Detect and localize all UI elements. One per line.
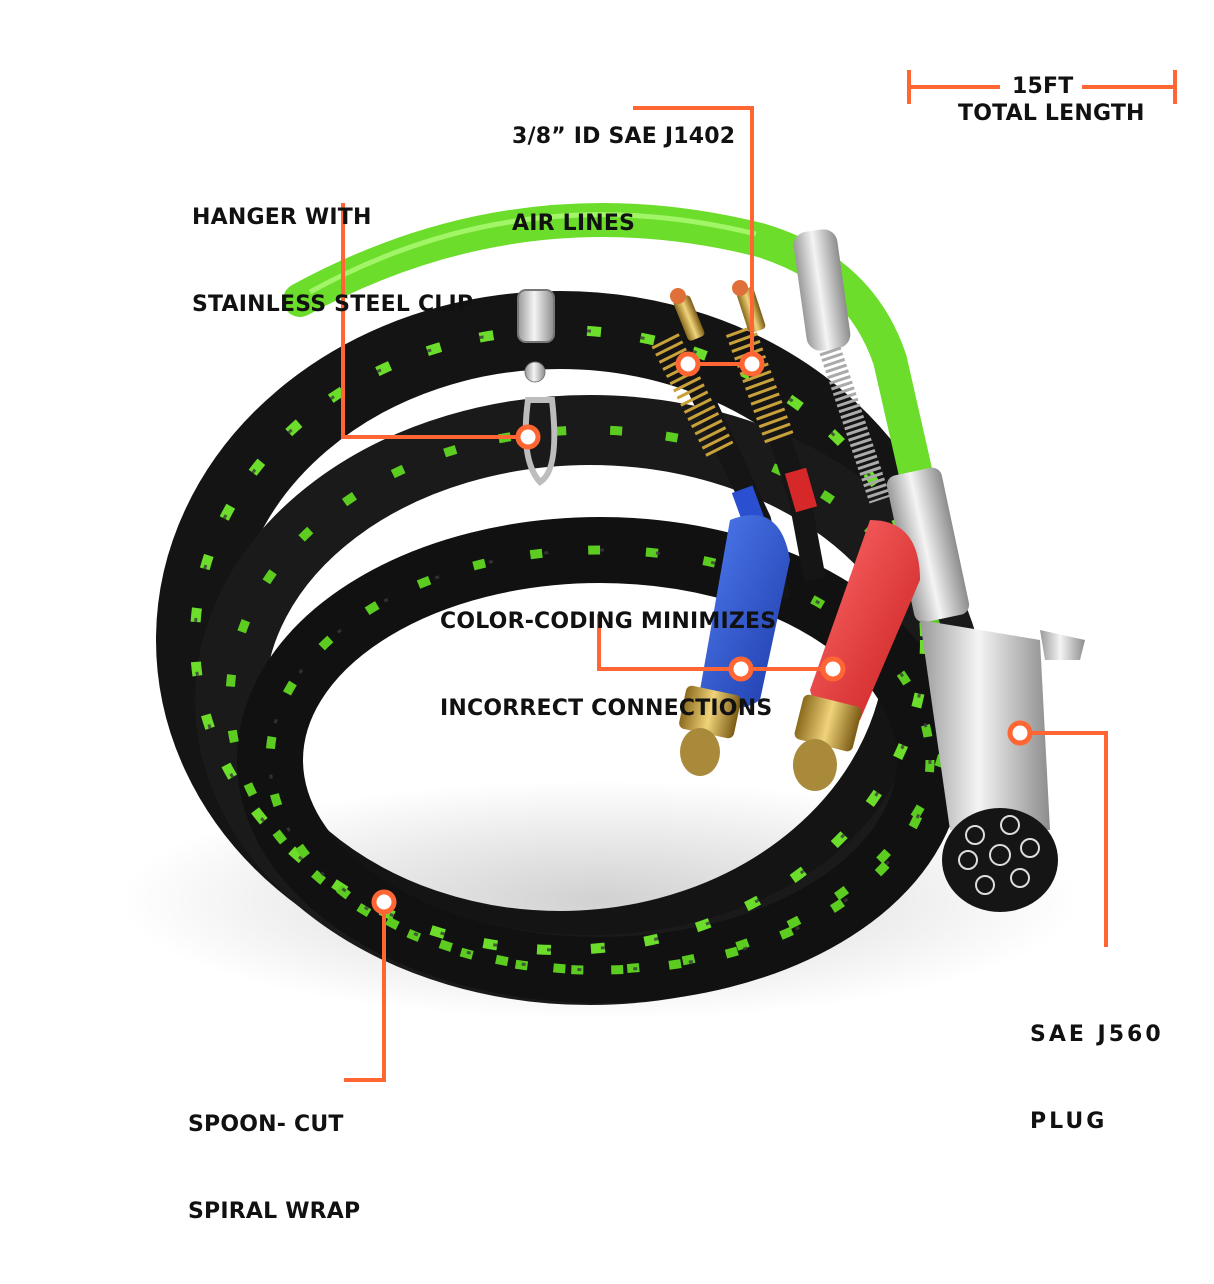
hose-assembly-illustration: [120, 70, 1177, 1082]
electrical-line: [793, 229, 970, 623]
air-lines-leader: [633, 106, 754, 360]
spiral-wrap-label-line1: SPOON- CUT: [188, 1112, 344, 1137]
length-caption: TOTAL LENGTH: [958, 101, 1145, 126]
plug-label-line2: PLUG: [1030, 1109, 1108, 1134]
hanger-label: HANGER WITH STAINLESS STEEL CLIP: [192, 145, 473, 377]
green-hose: [283, 203, 932, 487]
blue-coupler-dot: [728, 656, 754, 682]
color-coding-label-line1: COLOR-CODING MINIMIZES: [440, 609, 777, 634]
spiral-wrap-label-line2: SPIRAL WRAP: [188, 1199, 361, 1224]
spiral-wrap-dot: [371, 889, 397, 915]
hanger-label-line2: STAINLESS STEEL CLIP: [192, 292, 474, 317]
color-coding-leader: [597, 614, 833, 671]
hanger-label-line1: HANGER WITH: [192, 205, 372, 230]
air-lines-label: 3/8” ID SAE J1402 AIR LINES: [512, 64, 735, 296]
callout-dots: [371, 351, 1033, 915]
spiral-wrap-label: SPOON- CUT SPIRAL WRAP: [188, 1052, 360, 1284]
product-infographic: 3/8” ID SAE J1402 AIR LINES 15FT TOTAL L…: [120, 64, 1177, 1224]
color-coding-label: COLOR-CODING MINIMIZES INCORRECT CONNECT…: [440, 549, 776, 781]
air-lines-label-line2: AIR LINES: [512, 211, 636, 236]
plug-label: SAE J560 PLUG: [1030, 962, 1164, 1194]
hanger-leader: [341, 203, 528, 439]
red-coupler-dot: [820, 656, 846, 682]
color-coding-label-line2: INCORRECT CONNECTIONS: [440, 696, 773, 721]
plug-label-line1: SAE J560: [1030, 1022, 1164, 1047]
hanger-dot: [515, 424, 541, 450]
air-line-dot-2: [739, 351, 765, 377]
air-lines-label-line1: 3/8” ID SAE J1402: [512, 124, 736, 149]
gladhand-blue: [679, 515, 790, 776]
plug-leader: [1020, 731, 1108, 947]
spiral-leader: [344, 902, 386, 1082]
j560-plug: [920, 620, 1085, 912]
air-line-dot-1: [675, 351, 701, 377]
length-value: 15FT: [1012, 74, 1074, 99]
plug-dot: [1007, 720, 1033, 746]
